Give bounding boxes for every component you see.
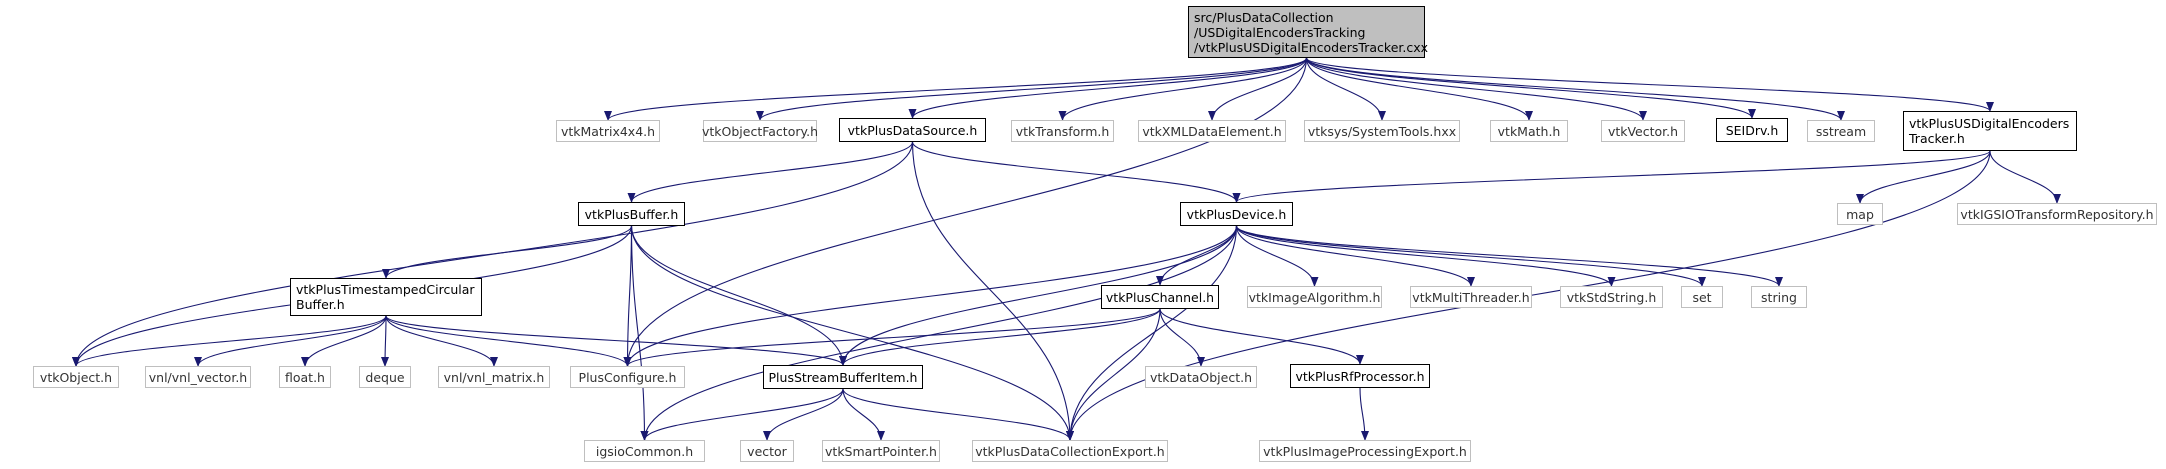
node-vtkvector-h[interactable]: vtkVector.h xyxy=(1601,120,1685,142)
include-edge-root-to-systemtools xyxy=(1305,57,1386,121)
node-vtkxmldataelement-h[interactable]: vtkXMLDataElement.h xyxy=(1138,120,1286,142)
include-edge-channel-to-dataobject xyxy=(1159,308,1205,367)
include-edge-root-to-math xyxy=(1305,57,1533,121)
node-vtksmartpointer-h[interactable]: vtkSmartPointer.h xyxy=(822,440,940,462)
include-edge-root-to-datasource xyxy=(908,57,1308,119)
include-edge-circbuffer-to-deque xyxy=(381,315,390,367)
node-vector[interactable]: vector xyxy=(740,440,794,462)
include-edge-circbuffer-to-vtkobject xyxy=(72,315,387,367)
include-edge-device-to-multithreader xyxy=(1235,225,1475,287)
node-vtkobjectfactory-h[interactable]: vtkObjectFactory.h xyxy=(702,120,818,142)
node-datacollection-export-h[interactable]: vtkPlusDataCollectionExport.h xyxy=(972,440,1168,462)
include-edge-device-to-stdstring xyxy=(1235,225,1616,287)
node-igsio-transformrepository-h[interactable]: vtkIGSIOTransformRepository.h xyxy=(1957,203,2157,225)
node-vtktransform-h[interactable]: vtkTransform.h xyxy=(1011,120,1114,142)
node-seidrv-h[interactable]: SEIDrv.h xyxy=(1716,118,1788,142)
node-plusstreambufferitem-h[interactable]: PlusStreamBufferItem.h xyxy=(763,365,923,389)
node-deque[interactable]: deque xyxy=(359,366,411,388)
include-edge-circbuffer-to-vnlmatrix xyxy=(385,315,498,367)
include-edge-buffer-to-dcexport xyxy=(630,225,1074,441)
include-edge-device-to-streambufferitem xyxy=(839,225,1238,366)
node-timestamped-circular-buffer-h[interactable]: vtkPlusTimestampedCircular Buffer.h xyxy=(290,278,482,316)
include-edge-streambufferitem-to-dcexport xyxy=(842,388,1074,441)
include-edge-channel-to-dcexport xyxy=(1066,308,1161,441)
node-vtkobject-h[interactable]: vtkObject.h xyxy=(33,366,119,388)
include-edge-streambufferitem-to-smartpointer xyxy=(842,388,885,441)
include-edge-root-to-transform xyxy=(1058,57,1308,121)
include-edge-device-to-igsiocommon xyxy=(640,225,1238,441)
include-edge-root-to-vector_h xyxy=(1305,57,1647,121)
node-string[interactable]: string xyxy=(1751,286,1807,308)
node-vtkmath-h[interactable]: vtkMath.h xyxy=(1490,120,1568,142)
node-vtkplusrfprocessor-h[interactable]: vtkPlusRfProcessor.h xyxy=(1290,364,1430,388)
node-vtkmatrix4x4-h[interactable]: vtkMatrix4x4.h xyxy=(556,120,660,142)
include-edge-datasource-to-buffer xyxy=(627,141,914,203)
include-edge-root-to-xmldataelement xyxy=(1208,57,1308,121)
node-vnl-matrix-h[interactable]: vnl/vnl_matrix.h xyxy=(438,366,550,388)
node-igsiocommon-h[interactable]: igsioCommon.h xyxy=(584,440,705,462)
include-edge-circbuffer-to-plusconfigure xyxy=(385,315,632,367)
include-edge-root-to-sstream xyxy=(1305,57,1845,121)
node-plusconfigure-h[interactable]: PlusConfigure.h xyxy=(570,366,685,388)
include-edge-tracker-to-transformrepo xyxy=(1989,150,2061,204)
include-edge-device-to-dcexport xyxy=(1066,225,1238,441)
include-edge-root-to-objectfactory xyxy=(756,57,1308,121)
include-edge-circbuffer-to-vnlvector xyxy=(194,315,387,367)
node-vtkdataobject-h[interactable]: vtkDataObject.h xyxy=(1145,366,1257,388)
include-edge-device-to-channel xyxy=(1156,225,1238,286)
node-set[interactable]: set xyxy=(1681,286,1723,308)
include-edge-datasource-to-device xyxy=(911,141,1241,203)
node-sstream[interactable]: sstream xyxy=(1807,120,1875,142)
node-float-h[interactable]: float.h xyxy=(279,366,331,388)
include-edge-channel-to-rfprocessor xyxy=(1159,308,1364,365)
include-edge-buffer-to-plusconfigure xyxy=(623,225,633,367)
node-tracker-cxx-root[interactable]: src/PlusDataCollection /USDigitalEncoder… xyxy=(1188,6,1428,58)
node-vtkmultithreader-h[interactable]: vtkMultiThreader.h xyxy=(1410,286,1532,308)
include-edge-tracker-to-device xyxy=(1232,150,1991,203)
node-vnl-vector-h[interactable]: vnl/vnl_vector.h xyxy=(145,366,251,388)
node-imageprocessing-export-h[interactable]: vtkPlusImageProcessingExport.h xyxy=(1259,440,1471,462)
include-edge-root-to-tracker xyxy=(1305,57,1994,112)
include-edge-channel-to-streambufferitem xyxy=(839,308,1161,366)
node-systemtools-hxx[interactable]: vtksys/SystemTools.hxx xyxy=(1304,120,1460,142)
node-usdigitalencoders-tracker-h[interactable]: vtkPlusUSDigitalEncoders Tracker.h xyxy=(1903,111,2077,151)
include-edge-device-to-set xyxy=(1235,225,1706,287)
include-edge-datasource-to-dcexport xyxy=(911,141,1074,441)
include-edge-tracker-to-map xyxy=(1856,150,1991,204)
include-edge-root-to-matrix4x4 xyxy=(604,57,1308,121)
node-vtkplusdatasource-h[interactable]: vtkPlusDataSource.h xyxy=(839,118,986,142)
include-edge-circbuffer-to-streambufferitem xyxy=(385,315,847,366)
include-edge-device-to-string xyxy=(1235,225,1783,287)
node-vtkplusdevice-h[interactable]: vtkPlusDevice.h xyxy=(1180,202,1293,226)
include-edge-buffer-to-igsiocommon xyxy=(630,225,649,441)
include-edge-root-to-seidrv xyxy=(1305,57,1756,119)
node-map[interactable]: map xyxy=(1837,203,1883,225)
include-edge-buffer-to-streambufferitem xyxy=(630,225,847,366)
include-edge-rfprocessor-to-ipexport xyxy=(1359,387,1369,441)
include-edge-buffer-to-circbuffer xyxy=(382,225,633,279)
include-edge-device-to-imagealgorithm xyxy=(1235,225,1319,287)
include-edge-circbuffer-to-float xyxy=(301,315,387,367)
include-edge-channel-to-plusconfigure xyxy=(623,308,1161,367)
node-vtkplusbuffer-h[interactable]: vtkPlusBuffer.h xyxy=(578,202,685,226)
include-edge-device-to-plusconfigure xyxy=(623,225,1238,367)
node-vtkpluschannel-h[interactable]: vtkPlusChannel.h xyxy=(1101,285,1219,309)
node-vtkstdstring-h[interactable]: vtkStdString.h xyxy=(1560,286,1663,308)
node-vtkimagealgorithm-h[interactable]: vtkImageAlgorithm.h xyxy=(1247,286,1382,308)
include-edge-root-to-plusconfigure xyxy=(623,57,1308,367)
include-edge-streambufferitem-to-vector xyxy=(763,388,844,441)
include-edge-streambufferitem-to-igsiocommon xyxy=(640,388,844,441)
